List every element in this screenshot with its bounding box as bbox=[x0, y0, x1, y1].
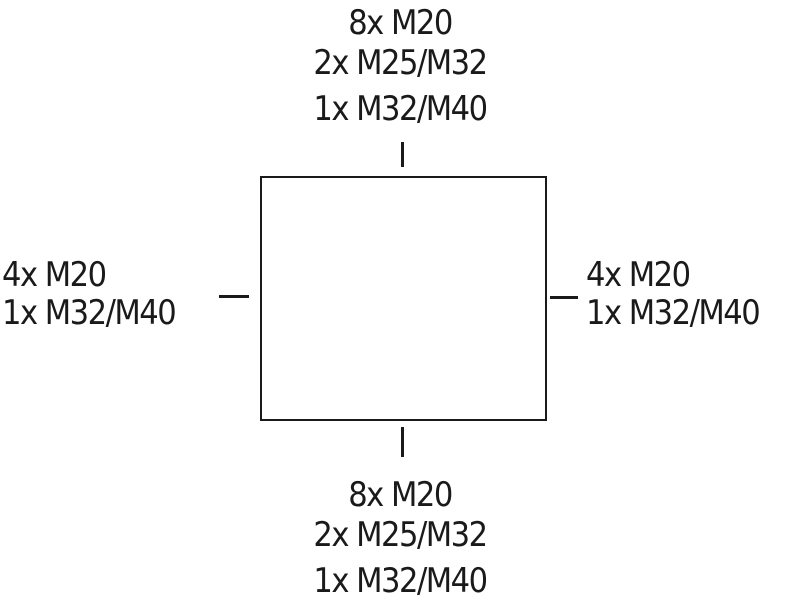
top-entries-label: 8x M20 2x M25/M32 1x M32/M40 bbox=[280, 2, 520, 130]
bottom-entries-label: 8x M20 2x M25/M32 1x M32/M40 bbox=[280, 474, 520, 602]
top-entry-1: 8x M20 bbox=[348, 3, 453, 43]
right-side-tick bbox=[550, 296, 578, 299]
right-entry-2: 1x M32/M40 bbox=[586, 293, 761, 333]
right-entries-label: 4x M20 1x M32/M40 bbox=[586, 254, 761, 334]
enclosure-box bbox=[260, 176, 547, 421]
bottom-entry-1: 8x M20 bbox=[348, 475, 453, 515]
bottom-side-tick bbox=[401, 427, 404, 457]
top-side-tick bbox=[401, 142, 404, 167]
bottom-entry-3: 1x M32/M40 bbox=[313, 561, 488, 601]
top-entry-3: 1x M32/M40 bbox=[313, 89, 488, 129]
top-entry-2: 2x M25/M32 bbox=[313, 43, 488, 83]
bottom-entry-2: 2x M25/M32 bbox=[313, 515, 488, 555]
left-entries-label: 4x M20 1x M32/M40 bbox=[2, 254, 177, 334]
left-entry-2: 1x M32/M40 bbox=[2, 293, 177, 333]
left-side-tick bbox=[219, 295, 249, 298]
left-entry-1: 4x M20 bbox=[2, 255, 107, 295]
right-entry-1: 4x M20 bbox=[586, 255, 691, 295]
